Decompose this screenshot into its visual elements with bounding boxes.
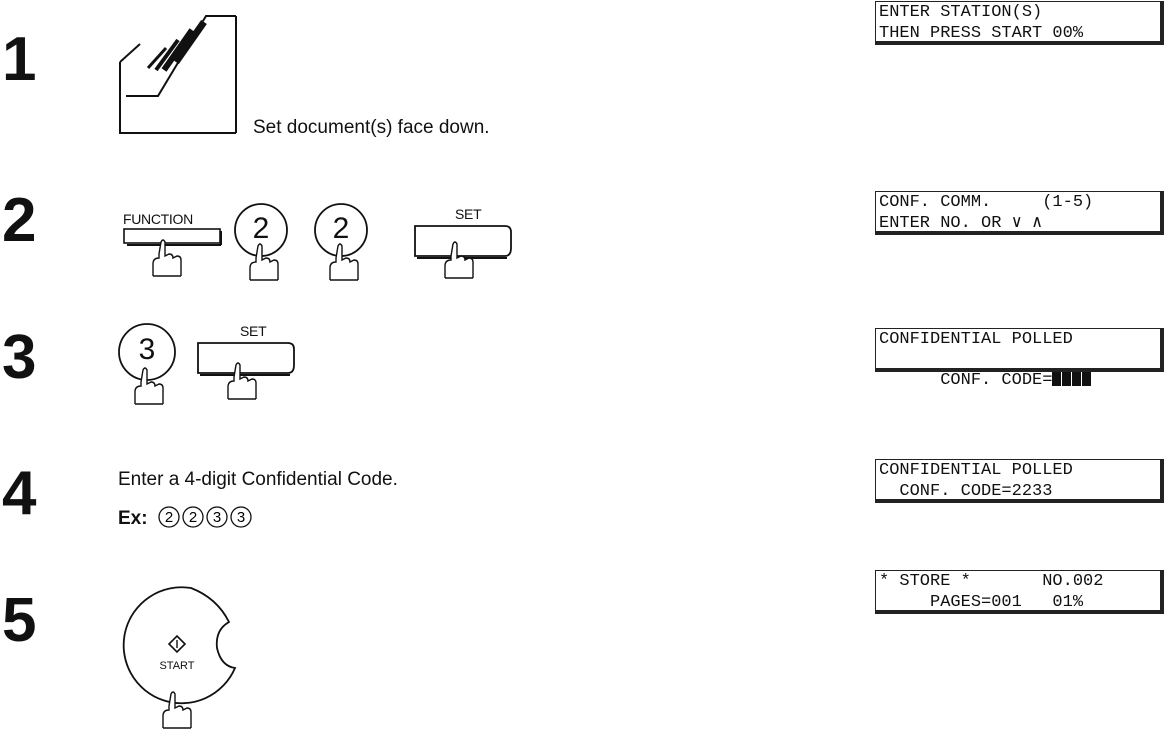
lcd-line-1: * STORE * NO.002 [879,572,1104,591]
lcd-line-1: ENTER STATION(S) [879,3,1043,22]
lcd-line-1: CONFIDENTIAL POLLED [879,330,1073,349]
pointing-hand-icon [134,367,164,405]
step-1-caption: Set document(s) face down. [253,117,490,138]
digit-2-button-b[interactable] [314,202,374,282]
pointing-hand-icon [249,243,279,281]
step-4-example: Ex: 2 2 3 3 [118,500,273,530]
step-number-3: 3 [2,323,37,392]
lcd-line-1: CONF. COMM. (1-5) [879,193,1094,212]
set-button-step3[interactable] [196,339,296,411]
step-number-2: 2 [2,186,37,255]
set-key-label: SET [455,206,482,222]
digit-2-button-a-label: 2 [252,212,270,245]
document-feeder-icon [119,15,237,134]
lcd-line-2: CONF. CODE=2233 [879,482,1053,501]
step-number-4: 4 [2,459,37,528]
example-digit-1: 2 [165,509,173,526]
lcd-display-step-1: ENTER STATION(S) THEN PRESS START 00% [875,1,1164,45]
lcd-line-2: THEN PRESS START 00% [879,24,1084,43]
pointing-hand-icon [444,241,474,279]
start-button[interactable] [117,586,257,731]
set-button[interactable] [413,222,513,284]
function-key-label: FUNCTION [123,211,193,227]
step-number-5: 5 [2,586,37,655]
example-digit-3: 3 [213,509,221,526]
pointing-hand-icon [162,691,192,729]
digit-3-button[interactable] [117,322,177,407]
digit-2-button-a[interactable] [234,202,294,282]
example-label: Ex: [118,508,148,529]
example-digit-2: 2 [189,509,197,526]
function-button[interactable] [123,228,223,280]
start-diamond-icon [167,634,187,654]
example-digits: 2 2 3 3 [158,506,252,528]
code-mask-blocks [1052,372,1092,393]
lcd-line-2: CONF. CODE= [919,371,1053,390]
step-4-caption: Enter a 4-digit Confidential Code. [118,469,398,490]
lcd-display-step-4: CONFIDENTIAL POLLED CONF. CODE=2233 [875,459,1164,503]
lcd-display-step-2: CONF. COMM. (1-5) ENTER NO. OR ∨ ∧ [875,191,1164,235]
lcd-line-2: PAGES=001 01% [879,593,1084,612]
lcd-display-step-5: * STORE * NO.002 PAGES=001 01% [875,570,1164,614]
digit-2-button-b-label: 2 [332,212,350,245]
pointing-hand-icon [227,362,257,400]
lcd-display-step-3: CONFIDENTIAL POLLED CONF. CODE= [875,328,1164,390]
example-digit-4: 3 [237,509,245,526]
lcd-line-2: ENTER NO. OR ∨ ∧ [879,214,1043,233]
set-key-label-step3: SET [240,323,267,339]
lcd-line-1: CONFIDENTIAL POLLED [879,461,1073,480]
start-button-label: START [159,660,195,672]
digit-3-button-label: 3 [138,333,156,366]
pointing-hand-icon [152,239,182,277]
pointing-hand-icon [329,243,359,281]
step-number-1: 1 [2,25,37,94]
